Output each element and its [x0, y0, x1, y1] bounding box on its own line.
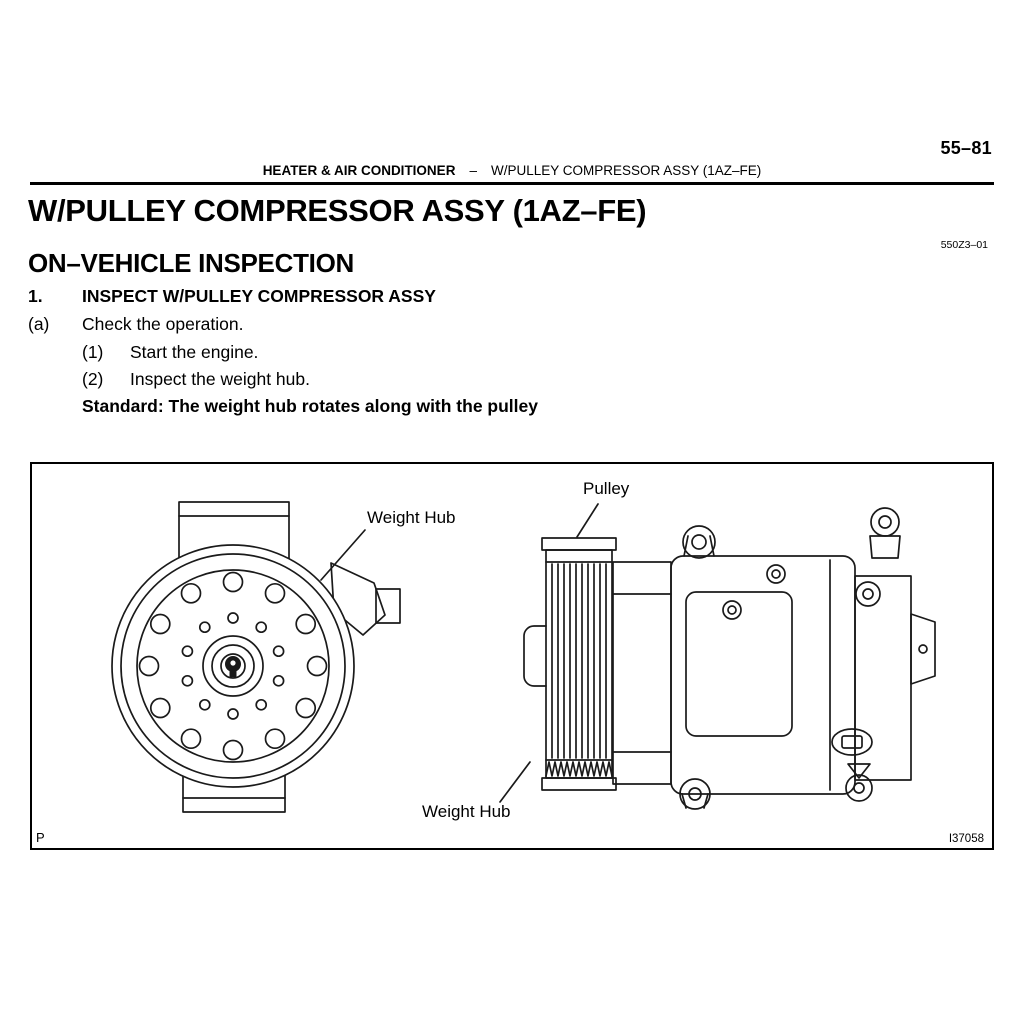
leader-lines	[320, 503, 599, 803]
page-number: 55–81	[940, 138, 992, 158]
figure-page-marker: P	[36, 830, 45, 845]
side-view-compressor	[523, 507, 936, 810]
page-title: W/PULLEY COMPRESSOR ASSY (1AZ–FE)	[28, 193, 647, 228]
item-a-line: (a) Check the operation.	[28, 314, 994, 335]
front-view-pulley	[111, 501, 401, 813]
figure-code: I37058	[948, 833, 984, 845]
substep-1-line: (1) Start the engine.	[28, 342, 994, 363]
compressor-diagram	[111, 501, 936, 813]
running-header: HEATER & AIR CONDITIONER–W/PULLEY COMPRE…	[30, 163, 994, 178]
standard-text: Standard: The weight hub rotates along w…	[82, 396, 538, 416]
substep-1-text: Start the engine.	[130, 342, 259, 362]
figure-label-weight-hub-top: Weight Hub	[367, 508, 456, 527]
step-number: 1.	[28, 286, 43, 306]
running-header-section: HEATER & AIR CONDITIONER	[262, 163, 456, 178]
item-a-text: Check the operation.	[82, 314, 244, 334]
running-header-dash: –	[469, 163, 477, 178]
figure-label-pulley: Pulley	[583, 479, 630, 498]
figure-label-weight-hub-bottom: Weight Hub	[422, 802, 511, 821]
item-a-marker: (a)	[28, 314, 50, 334]
step-1-line: 1. INSPECT W/PULLEY COMPRESSOR ASSY	[28, 286, 994, 307]
step-title: INSPECT W/PULLEY COMPRESSOR ASSY	[82, 286, 436, 306]
header-rule	[30, 182, 994, 185]
section-title: ON–VEHICLE INSPECTION	[28, 248, 354, 278]
standard-line: Standard: The weight hub rotates along w…	[28, 396, 994, 417]
substep-2-marker: (2)	[82, 369, 104, 389]
substep-2-text: Inspect the weight hub.	[130, 369, 310, 389]
substep-1-marker: (1)	[82, 342, 104, 362]
doc-code: 550Z3–01	[940, 239, 988, 251]
figure-box: Pulley Weight Hub Weight Hub P I37058	[30, 462, 994, 850]
running-header-topic: W/PULLEY COMPRESSOR ASSY (1AZ–FE)	[490, 163, 762, 178]
substep-2-line: (2) Inspect the weight hub.	[28, 369, 994, 390]
